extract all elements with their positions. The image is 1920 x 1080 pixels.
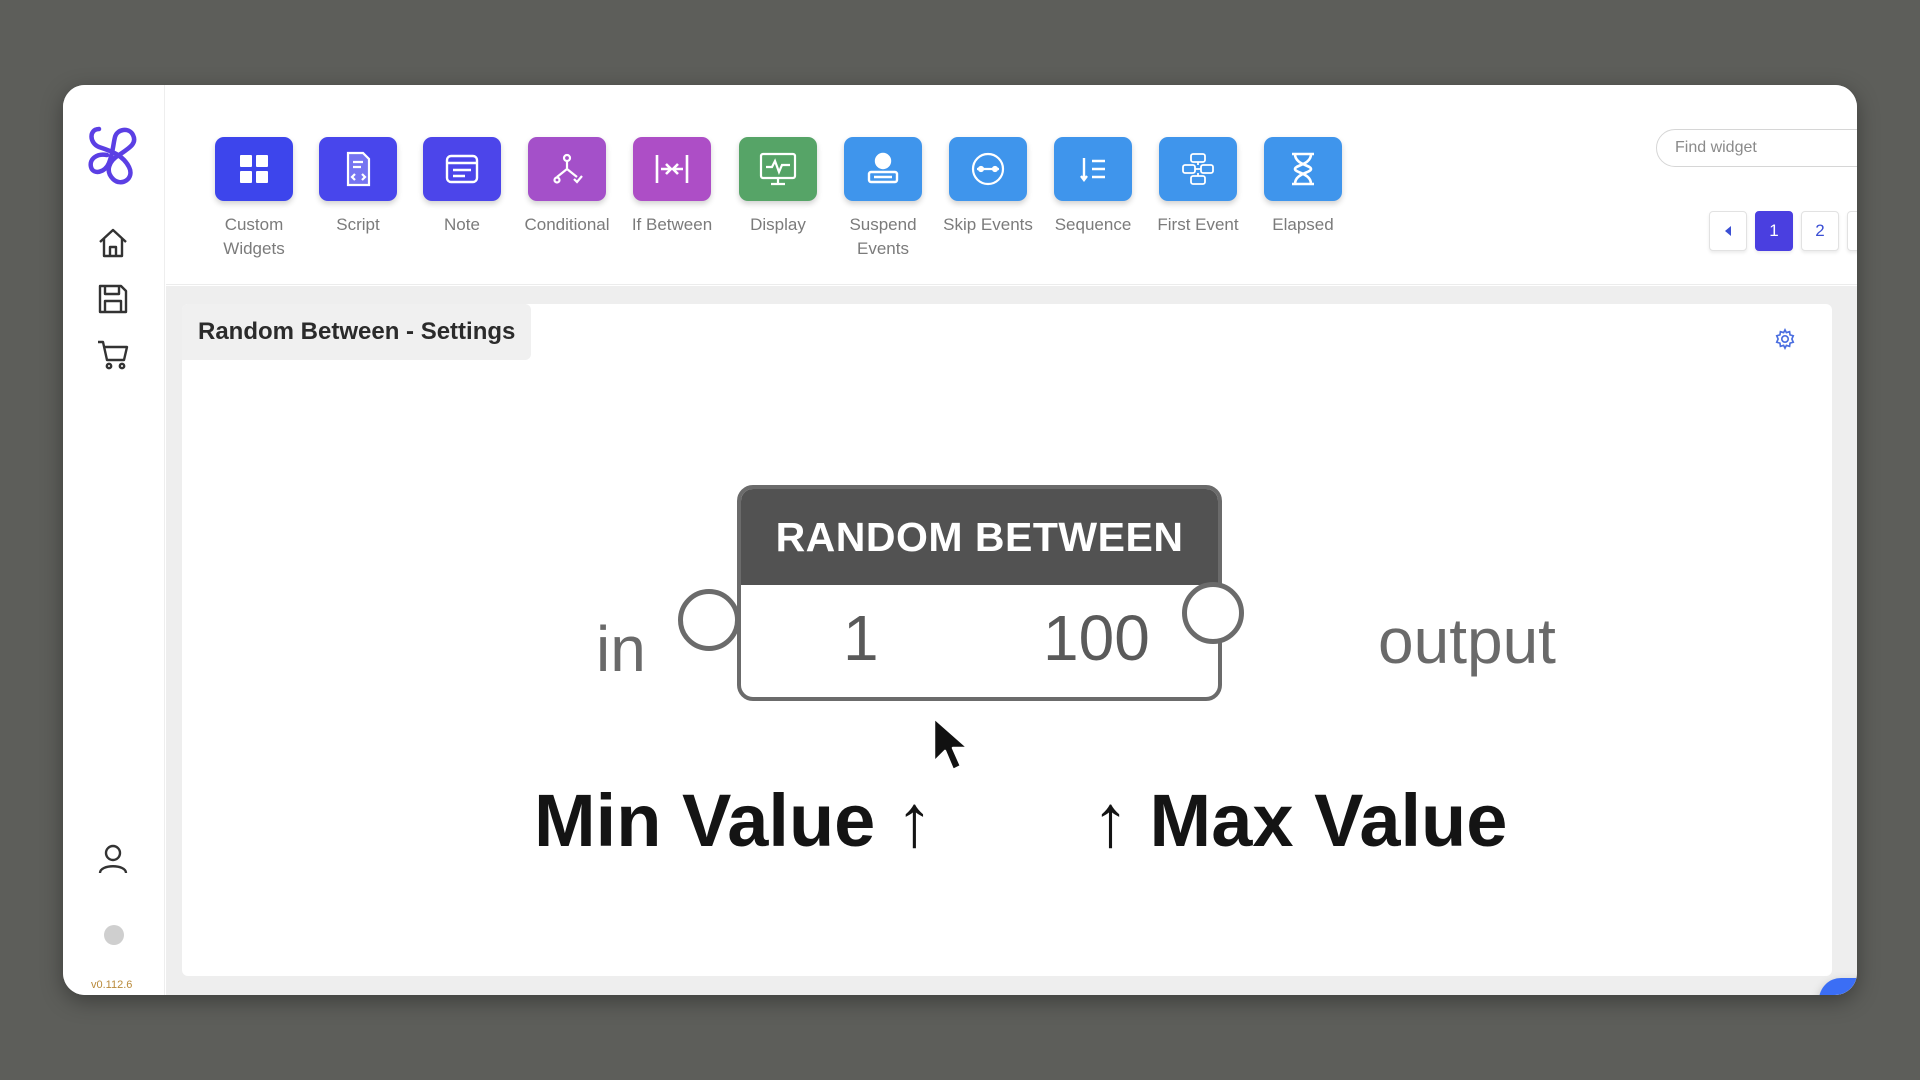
widget-label: Elapsed (1272, 215, 1334, 234)
widget-label: Note (444, 215, 480, 234)
node-min-value: 1 (843, 602, 879, 674)
skip-icon (949, 137, 1027, 201)
suspend-icon (844, 137, 922, 201)
widget-search-input[interactable] (1656, 129, 1857, 167)
widget-first-event[interactable]: First Event (1143, 137, 1253, 237)
widget-conditional[interactable]: Conditional (512, 137, 622, 237)
output-port-label: output (1378, 605, 1556, 677)
widget-label: Conditional (524, 215, 610, 234)
user-icon[interactable] (95, 841, 131, 877)
note-icon (423, 137, 501, 201)
widget-skip-events[interactable]: Skip Events (933, 137, 1043, 237)
home-icon[interactable] (95, 225, 131, 261)
widget-toolbar: Custom Widgets Script Note Conditional I… (166, 85, 1857, 285)
cart-icon[interactable] (95, 337, 131, 373)
widget-if-between[interactable]: If Between (617, 137, 727, 237)
widget-note[interactable]: Note (407, 137, 517, 237)
display-icon (739, 137, 817, 201)
save-icon[interactable] (95, 281, 131, 317)
settings-panel: Random Between - Settings in RANDOM BETW… (182, 304, 1832, 976)
hourglass-icon (1264, 137, 1342, 201)
app-window: v0.112.6 Custom Widgets Script Note Con (63, 85, 1857, 995)
widget-label: Script (336, 215, 380, 234)
input-port-label: in (596, 613, 646, 685)
widget-label: Display (750, 215, 806, 234)
app-logo[interactable] (83, 121, 143, 191)
sidebar: v0.112.6 (63, 85, 165, 995)
conditional-icon (528, 137, 606, 201)
chat-button[interactable] (1819, 978, 1857, 995)
page-1-button[interactable]: 1 (1755, 211, 1793, 251)
input-port[interactable] (678, 589, 740, 651)
page-3-button[interactable]: 3 (1847, 211, 1857, 251)
node-title: RANDOM BETWEEN (741, 489, 1218, 585)
widget-label: First Event (1157, 215, 1239, 234)
page-2-button[interactable]: 2 (1801, 211, 1839, 251)
app-version: v0.112.6 (91, 979, 133, 991)
node-illustration: in RANDOM BETWEEN 1 100 output Min Value… (182, 304, 1832, 976)
if-between-icon (633, 137, 711, 201)
widget-label: Suspend Events (849, 215, 917, 258)
widget-sequence[interactable]: Sequence (1038, 137, 1148, 237)
widget-label: Custom Widgets (223, 215, 285, 258)
widget-label: If Between (631, 215, 713, 234)
gear-icon[interactable] (1774, 327, 1796, 351)
sequence-icon (1054, 137, 1132, 201)
widget-suspend-events[interactable]: Suspend Events (828, 137, 938, 261)
random-between-node[interactable]: RANDOM BETWEEN 1 100 (737, 485, 1222, 701)
connection-status-indicator (104, 925, 124, 945)
widget-label: Skip Events (943, 215, 1033, 234)
widget-label: Sequence (1054, 215, 1132, 234)
widget-search (1656, 129, 1857, 167)
first-event-icon (1159, 137, 1237, 201)
mouse-cursor-icon (932, 716, 972, 776)
panel-title: Random Between - Settings (182, 304, 532, 360)
output-port[interactable] (1182, 582, 1244, 644)
widget-elapsed[interactable]: Elapsed (1248, 137, 1358, 237)
grid-icon (215, 137, 293, 201)
min-value-caption: Min Value ↑ (534, 779, 933, 862)
widget-display[interactable]: Display (723, 137, 833, 237)
widget-script[interactable]: Script (303, 137, 413, 237)
max-value-caption: ↑ Max Value (1092, 779, 1508, 862)
node-max-value: 100 (1043, 602, 1150, 674)
main-content: Random Between - Settings in RANDOM BETW… (166, 286, 1857, 995)
caret-left-icon (1725, 226, 1731, 236)
widget-custom-widgets[interactable]: Custom Widgets (199, 137, 309, 261)
page-prev-button[interactable] (1709, 211, 1747, 251)
script-icon (319, 137, 397, 201)
